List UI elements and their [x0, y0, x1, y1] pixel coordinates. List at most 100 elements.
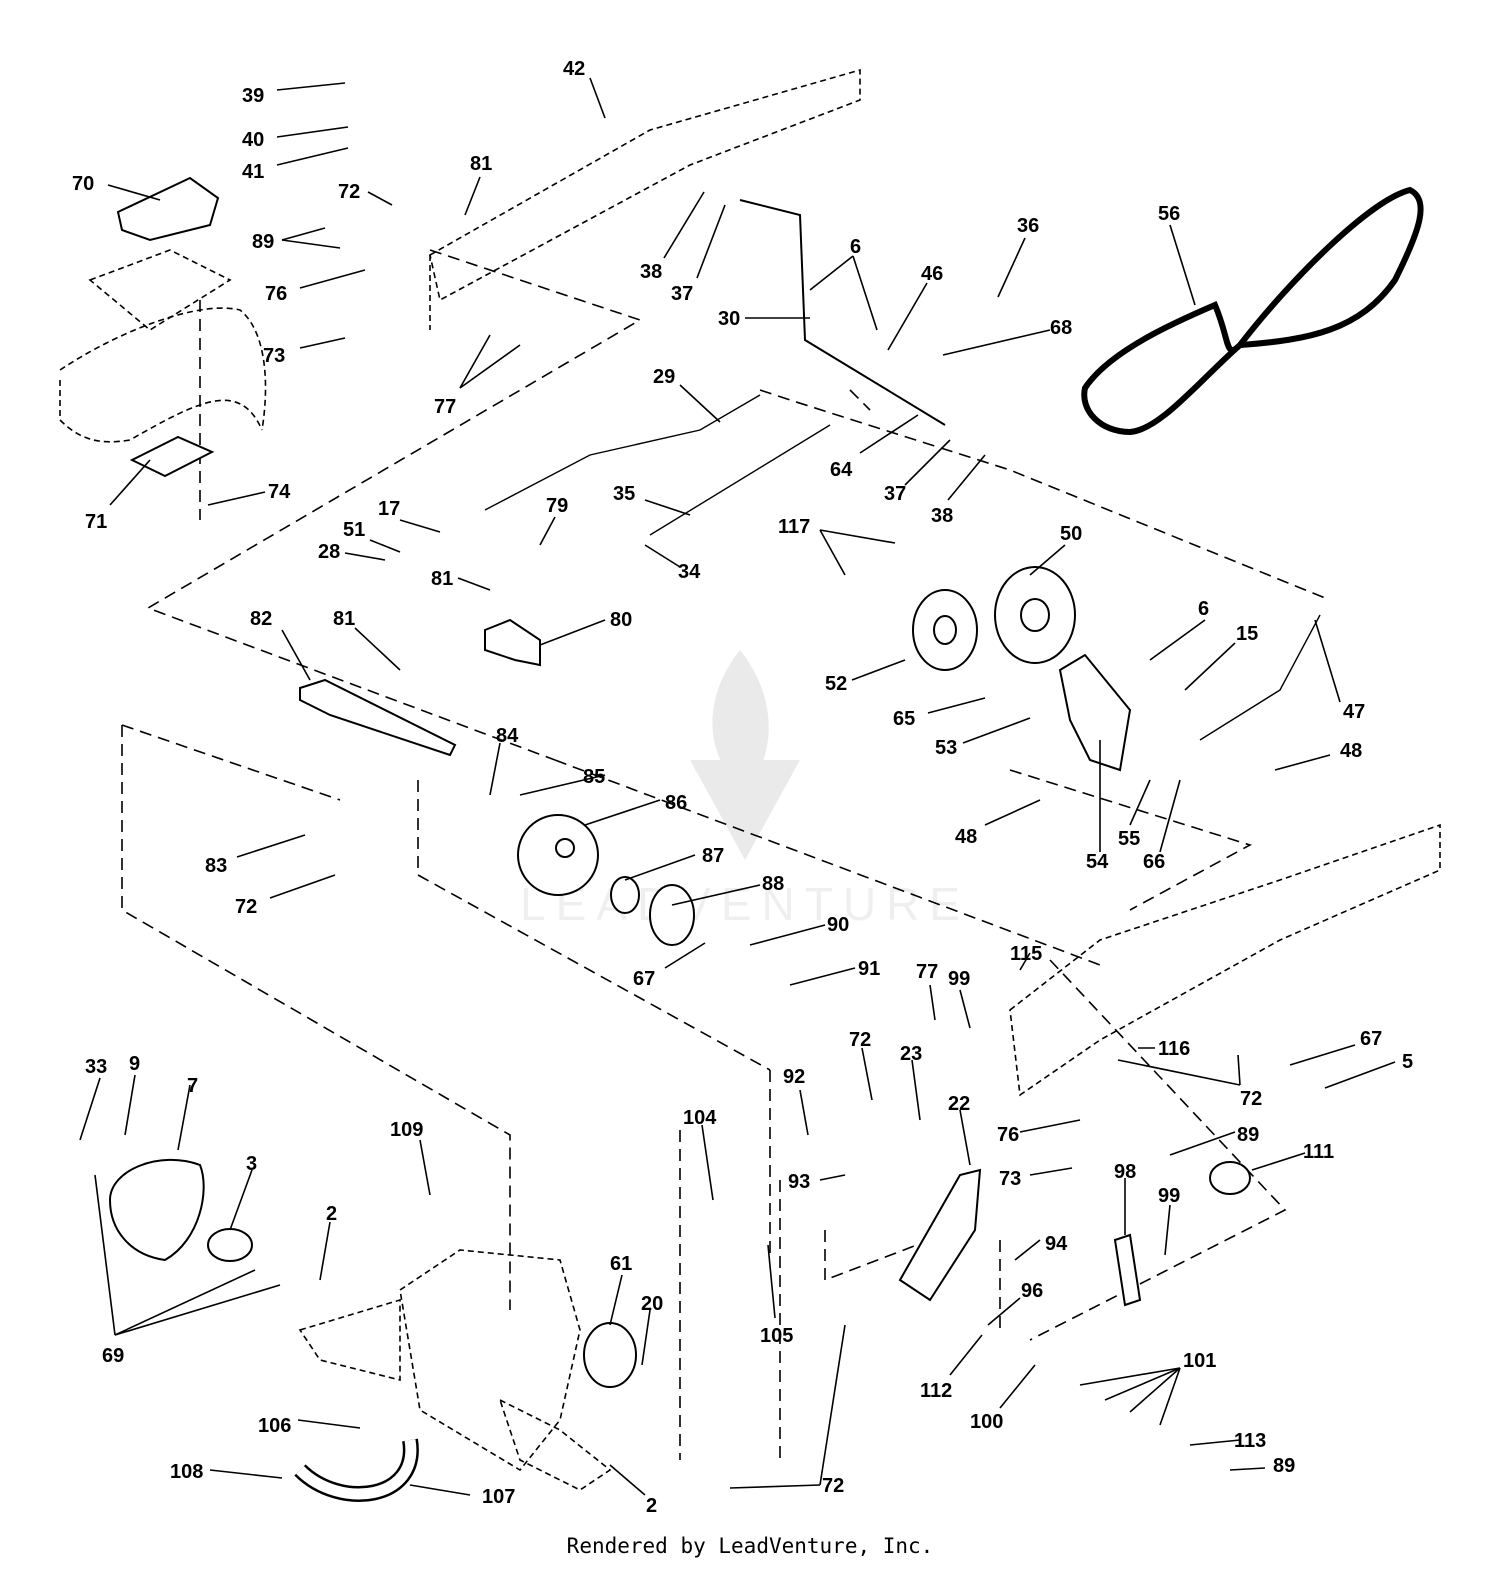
callout-52: 52 — [825, 673, 847, 695]
callout-92: 92 — [783, 1066, 805, 1088]
part-transaxle — [298, 1249, 612, 1491]
callout-76: 76 — [265, 283, 287, 305]
callout-72: 72 — [235, 896, 257, 918]
callout-76: 76 — [997, 1124, 1019, 1146]
callout-91: 91 — [858, 958, 880, 980]
callout-73: 73 — [999, 1168, 1021, 1190]
callout-6: 6 — [1198, 598, 1209, 620]
part-shaft-64 — [739, 199, 946, 426]
callout-33: 33 — [85, 1056, 107, 1078]
callout-48: 48 — [1340, 740, 1362, 762]
callout-106: 106 — [258, 1415, 291, 1437]
callout-116: 116 — [1158, 1038, 1190, 1060]
callout-70: 70 — [72, 173, 94, 195]
callout-96: 96 — [1021, 1280, 1043, 1302]
callout-68: 68 — [1050, 317, 1072, 339]
callout-81: 81 — [431, 568, 453, 590]
callout-2: 2 — [326, 1203, 337, 1225]
callout-77: 77 — [434, 396, 456, 418]
callout-34: 34 — [678, 561, 701, 583]
callout-101: 101 — [1183, 1350, 1216, 1372]
callout-117: 117 — [778, 516, 810, 538]
callout-72: 72 — [338, 181, 360, 203]
callout-71: 71 — [85, 511, 107, 533]
callout-37: 37 — [671, 283, 693, 305]
callout-28: 28 — [318, 541, 340, 563]
callout-74: 74 — [268, 481, 291, 503]
part-111-spacer — [1209, 1161, 1251, 1195]
callout-81: 81 — [470, 153, 492, 175]
callout-65: 65 — [893, 708, 915, 730]
part-7-hub — [108, 1158, 253, 1262]
part-86-fan — [517, 814, 599, 896]
callout-38: 38 — [640, 261, 662, 283]
callout-89: 89 — [1237, 1124, 1259, 1146]
callout-17: 17 — [378, 498, 400, 520]
callout-115: 115 — [1010, 943, 1042, 965]
callout-83: 83 — [205, 855, 227, 877]
callout-89: 89 — [252, 231, 274, 253]
callout-6: 6 — [850, 236, 861, 258]
callout-79: 79 — [546, 495, 568, 517]
callout-100: 100 — [970, 1411, 1003, 1433]
part-70-cover-plate — [116, 176, 220, 242]
callout-87: 87 — [702, 845, 724, 867]
callout-81: 81 — [333, 608, 355, 630]
watermark-logo — [690, 650, 800, 860]
callout-99: 99 — [1158, 1185, 1180, 1207]
callout-69: 69 — [102, 1345, 124, 1367]
callout-85: 85 — [583, 766, 605, 788]
callout-109: 109 — [390, 1119, 423, 1141]
callout-55: 55 — [1118, 828, 1140, 850]
callout-54: 54 — [1086, 851, 1109, 873]
callout-40: 40 — [242, 129, 264, 151]
part-80-bracket — [484, 618, 541, 667]
callouts: 39 40 41 70 42 81 72 89 76 73 77 38 37 6… — [72, 58, 1413, 1517]
callout-105: 105 — [760, 1325, 793, 1347]
callout-77: 77 — [916, 961, 938, 983]
part-frame-upper — [429, 68, 861, 330]
callout-38: 38 — [931, 505, 953, 527]
callout-89: 89 — [1273, 1455, 1295, 1477]
callout-30: 30 — [718, 308, 740, 330]
callout-64: 64 — [830, 459, 853, 481]
leader-lines — [79, 77, 1396, 1496]
callout-111: 111 — [1303, 1141, 1334, 1163]
part-98-bracket — [1113, 1233, 1142, 1307]
part-54-bracket — [1058, 653, 1132, 772]
callout-72: 72 — [1240, 1088, 1262, 1110]
callout-80: 80 — [610, 609, 632, 631]
part-22-lever — [898, 1168, 982, 1302]
callout-82: 82 — [250, 608, 272, 630]
callout-94: 94 — [1045, 1233, 1068, 1255]
callout-99: 99 — [948, 968, 970, 990]
callout-29: 29 — [653, 366, 675, 388]
callout-3: 3 — [246, 1153, 257, 1175]
callout-48: 48 — [955, 826, 977, 848]
callout-2: 2 — [646, 1495, 657, 1517]
callout-61: 61 — [610, 1253, 632, 1275]
callout-50: 50 — [1060, 523, 1082, 545]
callout-56: 56 — [1158, 203, 1180, 225]
callout-112: 112 — [920, 1380, 952, 1402]
footer-credit: Rendered by LeadVenture, Inc. — [566, 1534, 934, 1558]
callout-35: 35 — [613, 483, 635, 505]
callout-39: 39 — [242, 85, 264, 107]
callout-53: 53 — [935, 737, 957, 759]
callout-9: 9 — [129, 1053, 140, 1075]
callout-86: 86 — [665, 792, 687, 814]
part-82-bracket — [299, 678, 457, 757]
callout-90: 90 — [827, 914, 849, 936]
callout-72: 72 — [849, 1029, 871, 1051]
part-71-plate — [129, 435, 215, 478]
callout-36: 36 — [1017, 215, 1039, 237]
callout-107: 107 — [482, 1486, 515, 1508]
watermark-text: LEADVENTURE — [520, 878, 970, 930]
callout-66: 66 — [1143, 851, 1165, 873]
callout-15: 15 — [1236, 623, 1258, 645]
part-107-hose — [294, 1438, 419, 1502]
callout-67: 67 — [1360, 1028, 1382, 1050]
part-56-belt — [1081, 186, 1424, 436]
part-frame-lower — [1009, 823, 1441, 1097]
